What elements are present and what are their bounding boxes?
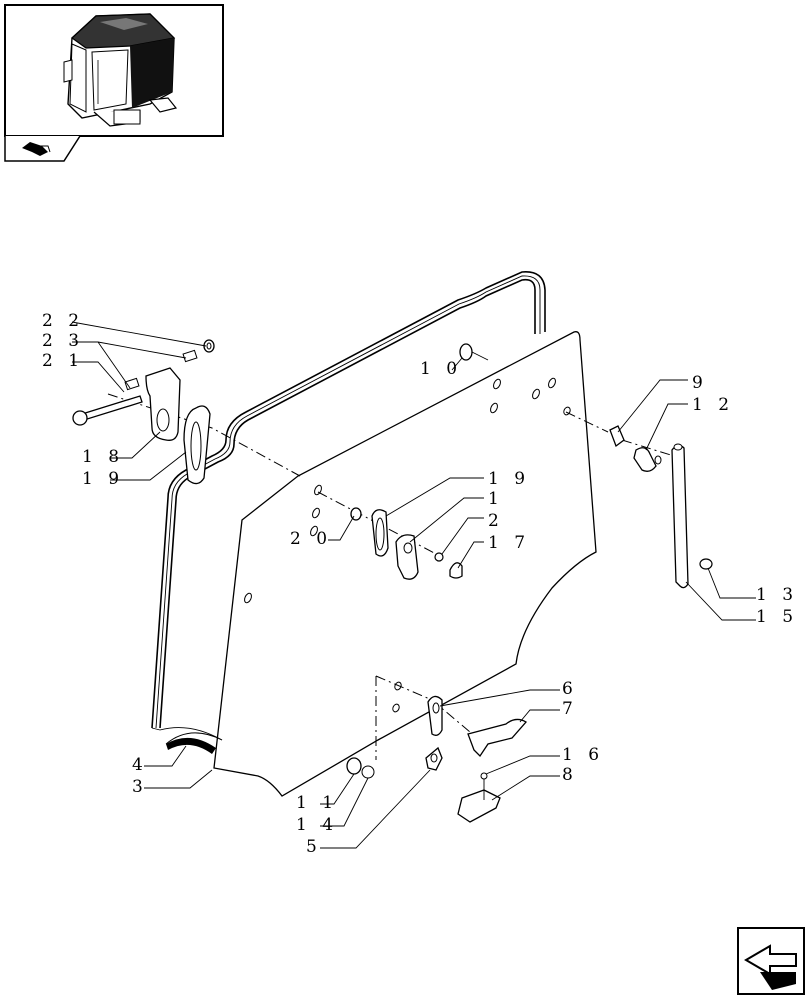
lock-handle-assembly <box>346 695 528 823</box>
callout-16: 1 6 <box>562 745 604 765</box>
cab-isometric-icon <box>63 13 178 127</box>
callout-15: 1 5 <box>756 607 798 627</box>
callout-10: 1 0 <box>420 359 462 379</box>
retainer-assembly <box>609 425 713 589</box>
callout-9: 9 <box>692 373 708 393</box>
callout-7: 7 <box>562 699 578 719</box>
callout-5: 5 <box>306 837 322 857</box>
callout-19-mid: 1 9 <box>488 469 530 489</box>
callout-19-left: 1 9 <box>82 469 124 489</box>
axis-line-right <box>565 411 675 457</box>
callout-21: 2 1 <box>42 351 84 371</box>
callout-13: 1 3 <box>756 585 798 605</box>
callout-2: 2 <box>488 511 504 531</box>
callout-14: 1 4 <box>296 815 338 835</box>
arrow-left-icon[interactable] <box>22 142 51 156</box>
hinge-assembly <box>72 339 215 485</box>
next-page-button[interactable] <box>737 927 805 995</box>
bottom-seal-strip <box>159 727 223 754</box>
callout-17: 1 7 <box>488 533 530 553</box>
callout-12: 1 2 <box>692 395 734 415</box>
callout-6: 6 <box>562 679 578 699</box>
thumbnail-panel[interactable] <box>4 4 224 162</box>
callout-8: 8 <box>562 765 578 785</box>
callout-1: 1 <box>488 489 504 509</box>
callout-18: 1 8 <box>82 447 124 467</box>
cap-part-10 <box>459 343 489 361</box>
callout-23: 2 3 <box>42 331 84 351</box>
callout-3: 3 <box>132 777 148 797</box>
next-page-arrow-icon <box>744 944 797 990</box>
callout-labels: 2 2 2 3 2 1 1 8 1 9 1 0 9 1 2 1 9 1 2 0 … <box>42 311 798 857</box>
callout-11: 1 1 <box>296 793 338 813</box>
callout-20: 2 0 <box>290 529 332 549</box>
callout-22: 2 2 <box>42 311 84 331</box>
leader-lines <box>71 321 756 849</box>
callout-4: 4 <box>132 755 148 775</box>
door-seal <box>151 271 546 731</box>
axis-line-top <box>107 393 301 477</box>
latch-plate-assembly <box>350 507 463 580</box>
